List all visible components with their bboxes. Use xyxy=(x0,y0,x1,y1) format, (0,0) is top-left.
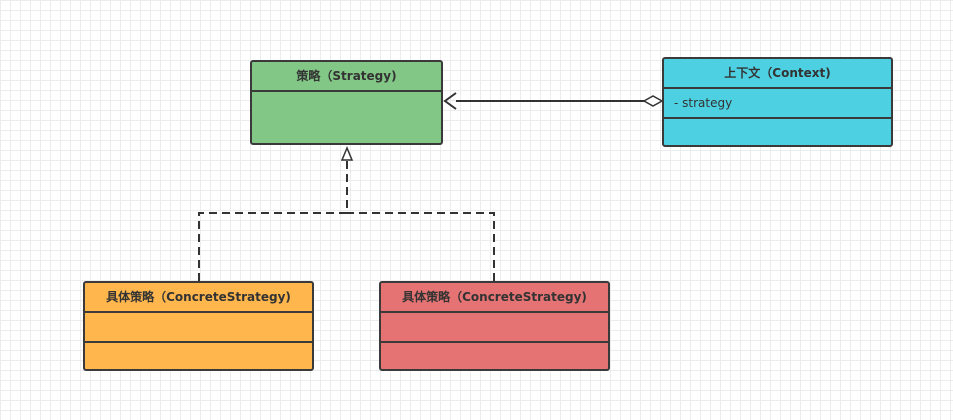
class-concrete-strategy-b-operations xyxy=(381,341,608,369)
open-arrowhead-icon xyxy=(443,92,457,110)
class-concrete-strategy-a[interactable]: 具体策略（ConcreteStrategy) xyxy=(83,281,314,371)
aggregation-diamond-icon xyxy=(642,95,664,107)
class-concrete-strategy-b-attributes xyxy=(381,311,608,341)
class-concrete-strategy-a-operations xyxy=(85,341,312,369)
class-concrete-strategy-a-name: 具体策略（ConcreteStrategy) xyxy=(106,290,291,304)
class-strategy-attributes xyxy=(252,90,441,143)
realization-line-b xyxy=(347,212,495,281)
class-context[interactable]: 上下文（Context) - strategy xyxy=(662,57,893,147)
class-strategy-name: 策略（Strategy) xyxy=(296,69,397,83)
hollow-triangle-arrowhead-icon xyxy=(340,146,354,161)
class-concrete-strategy-a-attributes xyxy=(85,311,312,341)
class-concrete-strategy-b-name: 具体策略（ConcreteStrategy) xyxy=(402,290,587,304)
class-context-attributes: - strategy xyxy=(664,87,891,117)
class-strategy[interactable]: 策略（Strategy) xyxy=(250,60,443,145)
class-context-name: 上下文（Context) xyxy=(724,66,831,80)
realization-line-a xyxy=(198,161,348,281)
class-concrete-strategy-b[interactable]: 具体策略（ConcreteStrategy) xyxy=(379,281,610,371)
class-context-operations xyxy=(664,117,891,145)
